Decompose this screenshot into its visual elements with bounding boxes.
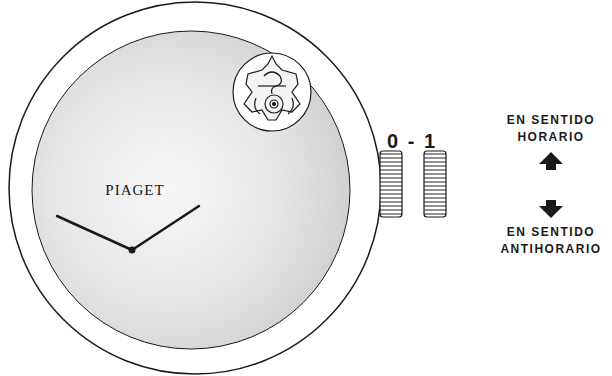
brand-name: PIAGET <box>100 180 170 202</box>
arrow-up <box>539 152 563 170</box>
arrow-down <box>539 200 563 218</box>
direction-label: EN SENTIDO ANTIHORARIO <box>492 224 610 259</box>
direction-label: EN SENTIDO HORARIO <box>492 112 610 147</box>
emblem-subdial <box>233 53 311 131</box>
crown-pulled <box>424 151 446 217</box>
watch-case <box>9 2 381 374</box>
crown-position: 0 - 1 <box>372 127 452 156</box>
crown <box>380 151 402 217</box>
watch-hands <box>57 206 199 254</box>
watch-dial <box>32 31 350 349</box>
